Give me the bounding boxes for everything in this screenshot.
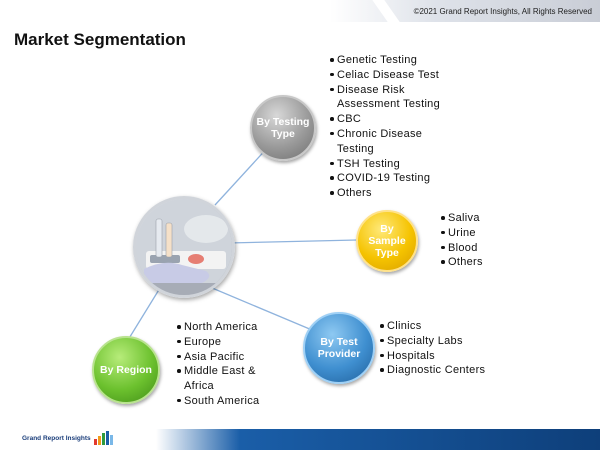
list-item: COVID-19 Testing [330,171,460,186]
list-item: Others [441,255,521,270]
lab-test-illustration [136,199,232,295]
segment-node-region: By Region [92,336,160,404]
list-item: Hospitals [380,349,510,364]
list-item: Middle East & Africa [177,364,287,394]
connector-testing [214,144,271,206]
list-item: Saliva [441,211,521,226]
copyright-text: ©2021 Grand Report Insights, All Rights … [413,7,592,16]
region-list: North America Europe Asia Pacific Middle… [177,320,287,409]
list-item: Diagnostic Centers [380,363,510,378]
list-item: Clinics [380,319,510,334]
list-item: Specialty Labs [380,334,510,349]
connector-region [127,287,161,341]
segment-node-test-provider: By Test Provider [303,312,375,384]
list-item: Chronic Disease Testing [330,127,460,157]
logo-bar [109,435,113,445]
connector-provider [204,284,313,331]
list-item: Asia Pacific [177,350,287,365]
segment-node-testing-type: By Testing Type [250,95,316,161]
list-item: South America [177,394,287,409]
list-item: Celiac Disease Test [330,68,460,83]
segment-node-sample-type: By Sample Type [356,210,418,272]
page-title: Market Segmentation [14,30,186,49]
footer-logo: Grand Report Insights [22,431,113,445]
logo-bars-icon [93,431,113,445]
testing-type-list: Genetic Testing Celiac Disease Test Dise… [330,53,460,201]
segment-label-sample-type: By Sample Type [368,223,406,259]
segment-label-test-provider: By Test Provider [317,336,361,360]
segment-label-region: By Region [100,364,152,376]
connector-sample [227,239,358,244]
logo-bar [97,436,101,445]
list-item: Genetic Testing [330,53,460,68]
list-item: Blood [441,241,521,256]
list-item: Europe [177,335,287,350]
center-lab-image [133,196,235,298]
list-item: Others [330,186,460,201]
list-item: Urine [441,226,521,241]
list-item: CBC [330,112,460,127]
header-bar [0,0,600,22]
list-item: Disease Risk Assessment Testing [330,83,460,113]
sample-type-list: Saliva Urine Blood Others [441,211,521,270]
list-item: North America [177,320,287,335]
logo-bar [101,433,105,445]
footer-bar [0,429,600,450]
footer-logo-text: Grand Report Insights [22,434,91,442]
test-provider-list: Clinics Specialty Labs Hospitals Diagnos… [380,319,510,378]
segment-label-testing-type: By Testing Type [256,116,310,140]
logo-bar [105,431,109,445]
list-item: TSH Testing [330,157,460,172]
logo-bar [93,439,97,445]
